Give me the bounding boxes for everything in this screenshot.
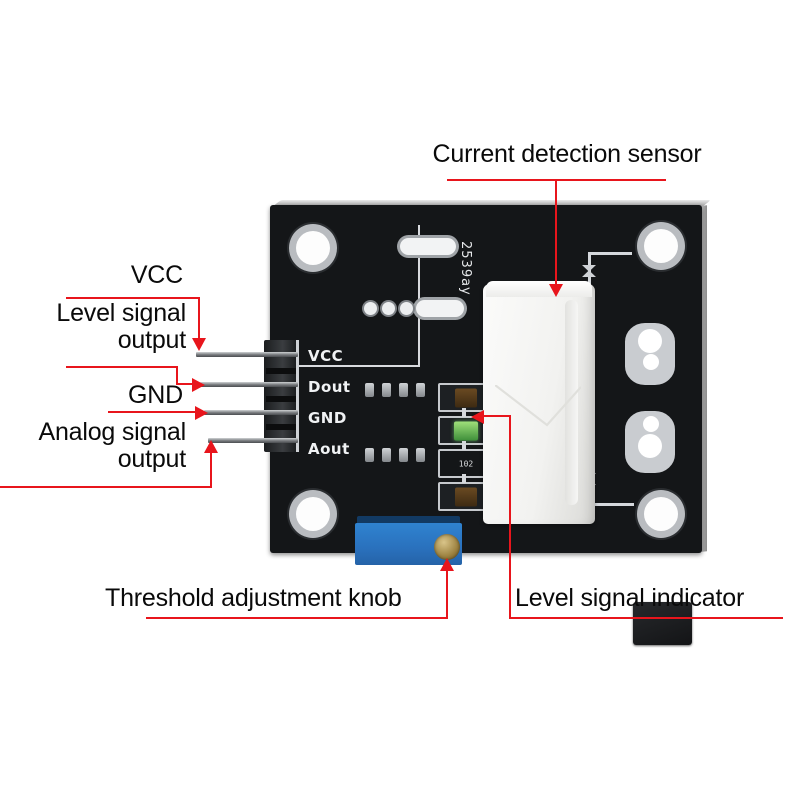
leader-indicator-underline	[509, 617, 783, 619]
pin-header-notch-3	[266, 424, 296, 430]
mounting-hole-bottom-left	[296, 497, 330, 531]
ic-pad-7	[399, 448, 408, 462]
arrowhead-gnd	[195, 406, 208, 420]
annotation-label-analog-signal-output: Analog signal output	[38, 418, 186, 473]
silkscreen-fuse-top	[582, 265, 596, 277]
arrowhead-vcc	[192, 338, 206, 351]
ic-pad-8	[416, 448, 425, 462]
silkscreen-trace-bottom	[588, 503, 634, 506]
pin-label-dout: Dout	[308, 378, 351, 396]
leader-gnd-horizontal	[108, 411, 200, 413]
ic-comparator	[633, 602, 692, 645]
annotation-label-level-signal-output: Level signal output	[56, 299, 186, 354]
leader-indicator-vertical	[509, 415, 511, 618]
current-sensor-groove	[565, 300, 578, 505]
arrowhead-indicator	[471, 410, 484, 424]
header-pin-3-gnd[interactable]	[204, 410, 298, 415]
mounting-hole-top-right	[644, 229, 678, 263]
header-pin-4-aout[interactable]	[208, 438, 298, 443]
annotation-label-threshold-adjustment-knob: Threshold adjustment knob	[105, 584, 402, 612]
leader-level-signal-horizontal-1	[66, 366, 178, 368]
mounting-hole-top-left	[296, 231, 330, 265]
ic-pad-2	[382, 383, 391, 397]
trimmer-pot-top	[357, 516, 460, 526]
trimmer-adjust-screw[interactable]	[434, 534, 460, 560]
ic-pad-1	[365, 383, 374, 397]
pin-label-vcc: VCC	[308, 347, 344, 365]
leader-analog-signal-vertical	[210, 452, 212, 487]
arrowhead-analog-signal	[204, 440, 218, 453]
leader-level-signal-horizontal-2	[176, 383, 198, 385]
ic-pad-3	[399, 383, 408, 397]
leader-analog-signal-horizontal	[0, 486, 212, 488]
silkscreen-trace-top	[588, 252, 632, 255]
leader-indicator-horizontal	[483, 415, 511, 417]
header-pin-1-vcc[interactable]	[196, 352, 298, 357]
pin-label-gnd: GND	[308, 409, 347, 427]
annotation-label-gnd: GND	[128, 381, 183, 409]
pcb-slot-lower	[416, 300, 464, 317]
arrowhead-level-signal	[192, 378, 205, 392]
terminal-pad-pair-upper	[625, 323, 675, 385]
smd-link-1	[462, 408, 466, 417]
annotation-label-vcc: VCC	[130, 261, 183, 289]
pin-header-silk-edge	[296, 340, 299, 452]
ic-pad-5	[365, 448, 374, 462]
pin-label-aout: Aout	[308, 440, 350, 458]
pin-header-notch-2	[266, 396, 296, 402]
annotation-label-level-signal-indicator: Level signal indicator	[515, 584, 745, 612]
leader-current-sensor-vertical	[555, 179, 557, 286]
via-1	[364, 302, 377, 315]
leader-vcc-horizontal	[66, 297, 200, 299]
leader-threshold-underline	[146, 617, 448, 619]
leader-vcc-vertical	[198, 297, 200, 339]
terminal-pad-pair-lower	[625, 411, 675, 473]
ic-pad-6	[382, 448, 391, 462]
arrowhead-current-sensor	[549, 284, 563, 297]
header-pin-2-dout[interactable]	[200, 382, 298, 387]
via-3	[400, 302, 413, 315]
leader-threshold-vertical	[446, 570, 448, 618]
pin-header-notch-1	[266, 368, 296, 374]
current-sensor-vee-mark	[495, 385, 581, 427]
via-2	[382, 302, 395, 315]
annotation-label-current-detection-sensor: Current detection sensor	[432, 140, 702, 168]
mounting-hole-bottom-right	[644, 497, 678, 531]
current-sensor-top-face	[486, 281, 592, 297]
smd-link-2	[462, 441, 466, 450]
ic-pad-4	[416, 383, 425, 397]
arrowhead-threshold	[440, 558, 454, 571]
pcb-slot-upper	[400, 238, 456, 255]
silkscreen-code: 2539ay	[458, 241, 473, 296]
smd-link-3	[462, 474, 466, 483]
silkscreen-outline	[268, 225, 420, 367]
leader-level-signal-vertical	[176, 366, 178, 384]
